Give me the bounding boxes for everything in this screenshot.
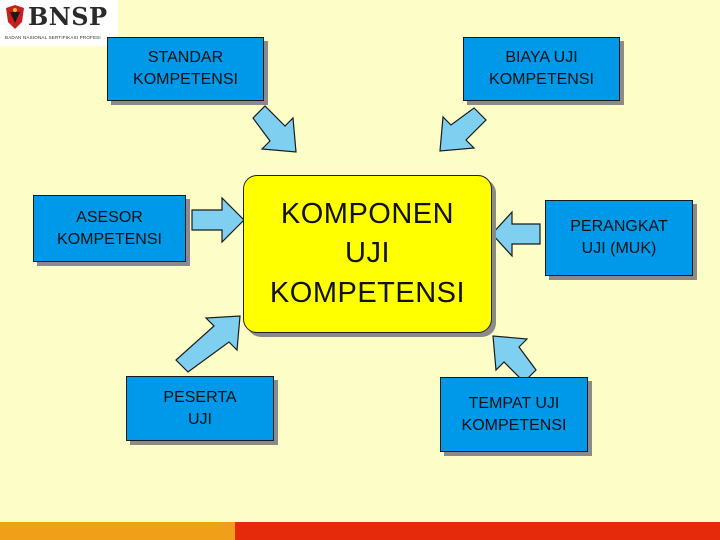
box-tempat-uji-kompetensi: TEMPAT UJI KOMPETENSI	[440, 377, 588, 452]
bottom-bar-orange	[0, 522, 235, 540]
logo-name: BNSP	[28, 2, 108, 31]
box-standar-kompetensi: STANDAR KOMPETENSI	[107, 37, 264, 101]
center-komponen-uji-kompetensi: KOMPONEN UJI KOMPETENSI	[243, 175, 492, 333]
arrow-standar	[252, 105, 297, 153]
box-perangkat-uji: PERANGKAT UJI (MUK)	[545, 200, 693, 276]
arrow-asesor	[191, 196, 245, 244]
logo-subtitle: BADAN NASIONAL SERTIFIKASI PROFESI	[5, 35, 101, 40]
box-biaya-uji-kompetensi: BIAYA UJI KOMPETENSI	[463, 37, 620, 101]
box-peserta-uji: PESERTA UJI	[126, 376, 274, 441]
arrow-perangkat	[491, 210, 541, 258]
arrow-peserta	[175, 315, 241, 373]
arrow-tempat	[492, 335, 537, 383]
box-asesor-kompetensi: ASESOR KOMPETENSI	[33, 195, 186, 262]
bnsp-logo: BNSP BADAN NASIONAL SERTIFIKASI PROFESI	[0, 0, 118, 46]
bnsp-emblem-icon	[6, 5, 24, 29]
bottom-bar-red	[235, 522, 720, 540]
arrow-biaya	[439, 107, 487, 152]
